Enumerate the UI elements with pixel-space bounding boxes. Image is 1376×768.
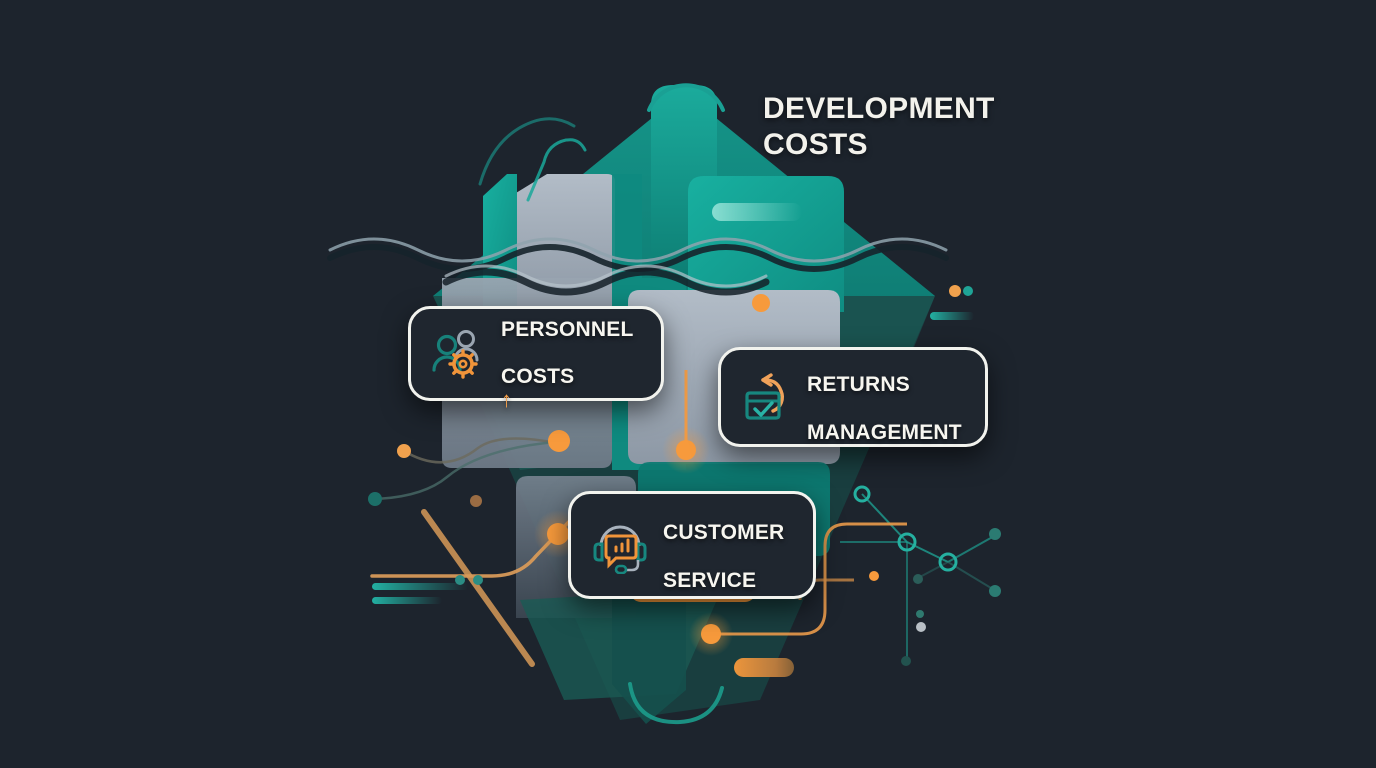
card-personnel-label: PERSONNEL COSTS ↑: [501, 294, 634, 413]
card-personnel-costs[interactable]: PERSONNEL COSTS ↑: [408, 306, 664, 412]
customer-line-2: SERVICE: [663, 568, 757, 592]
iceberg-upper-blocks: [478, 83, 844, 312]
card-returns-management[interactable]: RETURNS MANAGEMENT: [718, 347, 988, 447]
waterline: [327, 237, 949, 296]
title-line-1: DEVELOPMENT: [763, 92, 995, 125]
people-gear-icon: [432, 329, 479, 379]
personnel-line-2: COSTS: [501, 364, 575, 388]
card-returns-label: RETURNS MANAGEMENT: [807, 350, 962, 444]
title-line-2: COSTS: [763, 128, 868, 161]
box-check-return-icon: [745, 373, 784, 420]
returns-line-2: MANAGEMENT: [807, 420, 962, 444]
headset-chat-icon: [593, 525, 647, 574]
personnel-line-1: PERSONNEL: [501, 317, 634, 341]
trend-up-icon: ↑: [501, 387, 513, 413]
orange-connector-upper: [752, 285, 990, 320]
card-customer-service[interactable]: CUSTOMER SERVICE: [568, 491, 816, 599]
orange-accent-pill: [734, 658, 794, 677]
customer-line-1: CUSTOMER: [663, 521, 785, 545]
card-customer-label: CUSTOMER SERVICE: [663, 498, 784, 592]
network-left: [368, 370, 710, 667]
returns-line-1: RETURNS: [807, 373, 910, 397]
page-title: DEVELOPMENT COSTS: [763, 94, 1063, 160]
network-right: [840, 485, 1001, 666]
